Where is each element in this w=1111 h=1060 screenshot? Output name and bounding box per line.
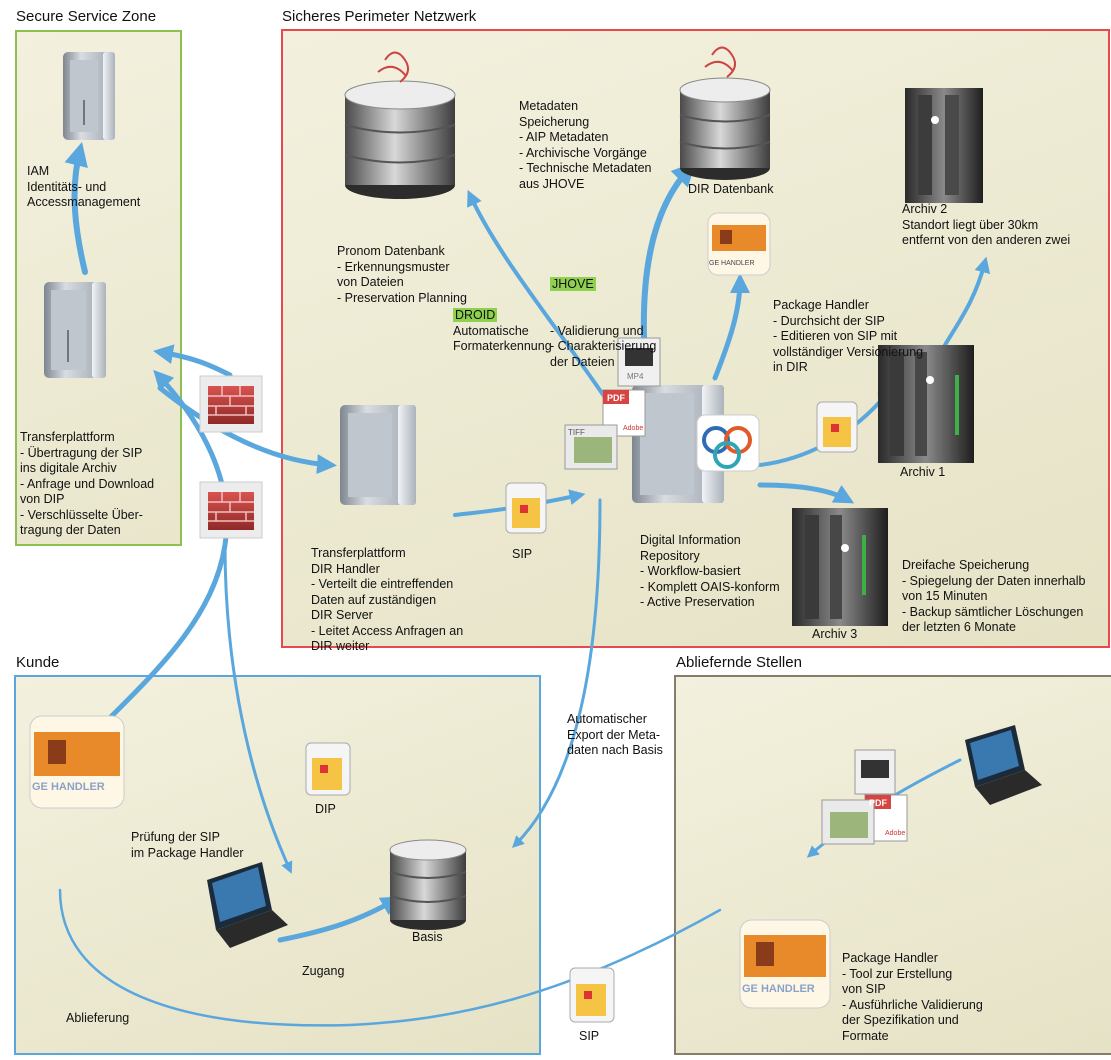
pdf-label: PDF [607, 393, 625, 403]
tiff-label: TIFF [568, 428, 585, 437]
arrow-repo-to-dirdb [640, 161, 696, 363]
kunde-package-handler-icon [29, 715, 125, 809]
archiv3-icon [792, 508, 888, 626]
kunde-laptop-icon [207, 862, 288, 948]
archiv1-label: Archiv 1 [900, 465, 946, 479]
mp4-label: MP4 [627, 372, 644, 381]
archiv3-label: Archiv 3 [812, 627, 858, 641]
ablieferung-label: Ablieferung [66, 1011, 130, 1025]
arrow-firewall-to-transfer [153, 344, 233, 378]
dip-document-icon [305, 742, 351, 796]
dir-database-icon [679, 46, 771, 180]
bottom-sip-label: SIP [579, 1029, 600, 1043]
arrow-transfer-to-iam [64, 141, 88, 275]
dip-label: DIP [315, 802, 336, 816]
abl-adobe-label: Adobe [885, 830, 906, 837]
dreifach-label: Dreifache Speicherung- Spiegelung der Da… [902, 558, 1086, 634]
abl-laptop-icon [965, 725, 1042, 805]
firewall-icon-2 [199, 481, 263, 539]
jhove-label: JHOVE - Validierung und- Charakterisieru… [550, 277, 657, 369]
iam-server-icon [63, 52, 115, 140]
preservica-logo-icon [696, 414, 760, 472]
sip-label: SIP [512, 547, 533, 561]
transfer-label: Transferplattform- Übertragung der SIP i… [20, 430, 155, 537]
basis-label: Basis [412, 930, 443, 944]
arrow-repo-to-basis [512, 498, 602, 848]
abl-package-label: Package Handler- Tool zur Erstellung von… [842, 951, 983, 1043]
package-handler-label: Package Handler- Durchsicht der SIP- Edi… [773, 298, 924, 374]
archiv1-icon [878, 345, 974, 463]
kunde-package-brand: GE HANDLER [32, 781, 105, 793]
arrow-archiv1-archiv2 [943, 256, 991, 347]
arrow-transfer-to-dirhandler [157, 385, 337, 475]
sip-document-icon [505, 482, 547, 534]
abl-package-handler-icon [739, 919, 831, 1009]
firewall-icon-1 [199, 375, 263, 433]
archiv2-icon [905, 88, 983, 203]
kunde-zone-title: Kunde [16, 654, 60, 671]
abl-mp4-file-icon [854, 749, 896, 795]
arrow-repo-packagehandler [712, 272, 750, 381]
dir-handler-server-icon [340, 405, 416, 505]
arrow-dirhandler-to-sip [453, 489, 586, 517]
perimeter-zone-title: Sicheres Perimeter Netzwerk [282, 8, 477, 25]
zugang-label: Zugang [302, 964, 345, 978]
basis-database-icon [389, 839, 467, 930]
adobe-label: Adobe [623, 425, 644, 432]
arrow-firewall-to-laptop [223, 543, 293, 874]
abliefernde-zone-title: Abliefernde Stellen [676, 654, 802, 671]
arrow-repo-archiv3 [757, 482, 855, 504]
abl-package-brand: GE HANDLER [742, 983, 815, 995]
arrow-repo-to-pronom [467, 189, 612, 407]
abl-pdf-label: PDF [869, 798, 887, 808]
pronom-label: Pronom Datenbank- Erkennungsmuster von D… [337, 244, 467, 305]
pronom-database-icon [344, 51, 456, 199]
tiff-file-icon [564, 424, 618, 470]
jhove-tag: JHOVE [550, 277, 596, 291]
arrow-laptop-to-basis [277, 896, 402, 943]
archiv-sip-document-icon [816, 401, 858, 453]
abl-tiff-file-icon [821, 799, 875, 845]
droid-tag: DROID [453, 308, 498, 322]
dir-db-label: DIR Datenbank [688, 182, 774, 196]
transfer-server-icon [44, 282, 106, 378]
secure-zone-title: Secure Service Zone [16, 8, 157, 25]
bottom-sip-document-icon [569, 967, 615, 1023]
package-handler-icon [707, 212, 771, 276]
package-handler-brand: GE HANDLER [709, 260, 755, 267]
mp4-file-icon [617, 337, 661, 387]
